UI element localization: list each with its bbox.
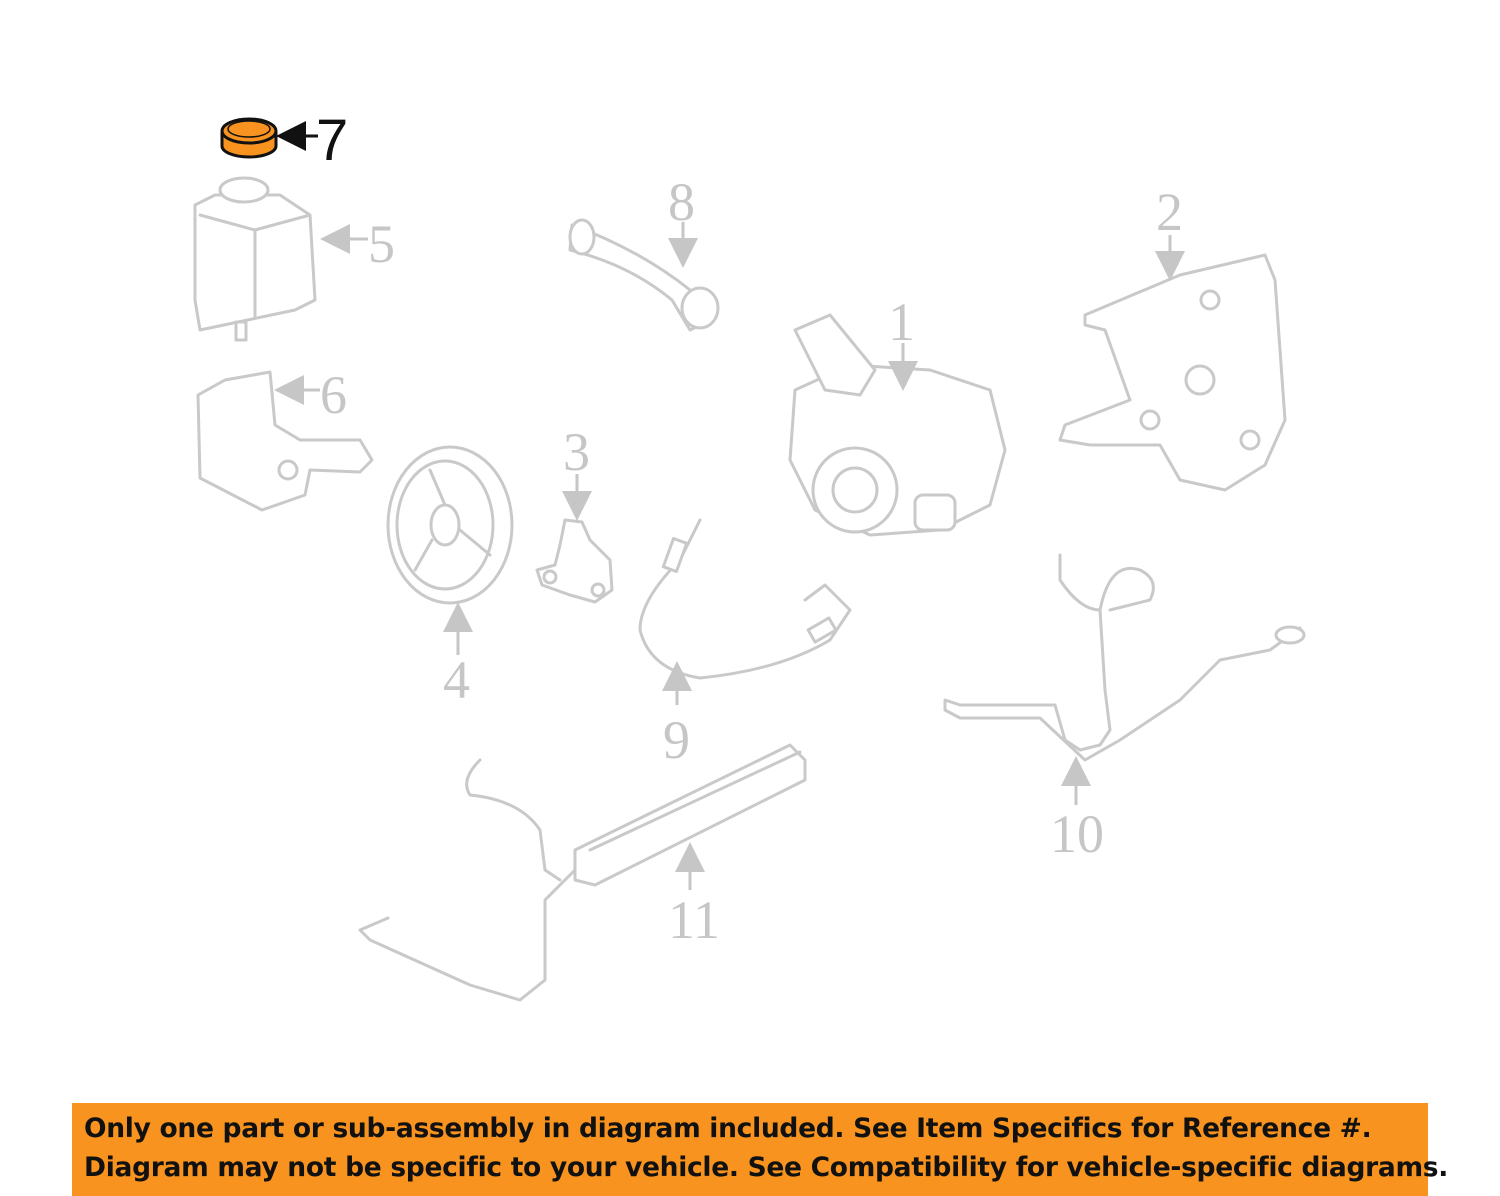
callout-7: 7 [316, 108, 348, 173]
part-1-power-steering-pump[interactable] [788, 313, 1007, 537]
callout-9: 9 [663, 710, 690, 770]
part-10-return-hose[interactable] [943, 553, 1306, 762]
callout-5: 5 [368, 214, 395, 274]
callout-10: 10 [1050, 804, 1104, 864]
callout-6: 6 [320, 365, 347, 425]
disclaimer-banner: Only one part or sub-assembly in diagram… [72, 1103, 1449, 1196]
part-8-hose[interactable] [568, 218, 720, 332]
callout-2: 2 [1156, 182, 1183, 242]
callout-3: 3 [563, 422, 590, 482]
part-2-pump-bracket[interactable] [1058, 253, 1287, 492]
part-9-pressure-hose[interactable] [638, 518, 852, 680]
part-11-cooler[interactable] [358, 743, 807, 1002]
disclaimer-line-2: Diagram may not be specific to your vehi… [84, 1152, 1449, 1183]
callout-4: 4 [443, 650, 470, 710]
part-5-reservoir[interactable] [193, 176, 317, 342]
callout-1: 1 [888, 292, 915, 352]
callout-8: 8 [668, 172, 695, 232]
part-4-pulley[interactable] [386, 445, 514, 605]
part-3-bracket[interactable] [535, 518, 614, 604]
part-7-reservoir-cap[interactable] [220, 117, 278, 159]
disclaimer-line-1: Only one part or sub-assembly in diagram… [84, 1113, 1372, 1144]
part-6-reservoir-bracket[interactable] [196, 370, 374, 512]
callout-11: 11 [668, 890, 720, 950]
exploded-parts-diagram: 7 5 6 8 1 2 [193, 108, 1306, 1002]
